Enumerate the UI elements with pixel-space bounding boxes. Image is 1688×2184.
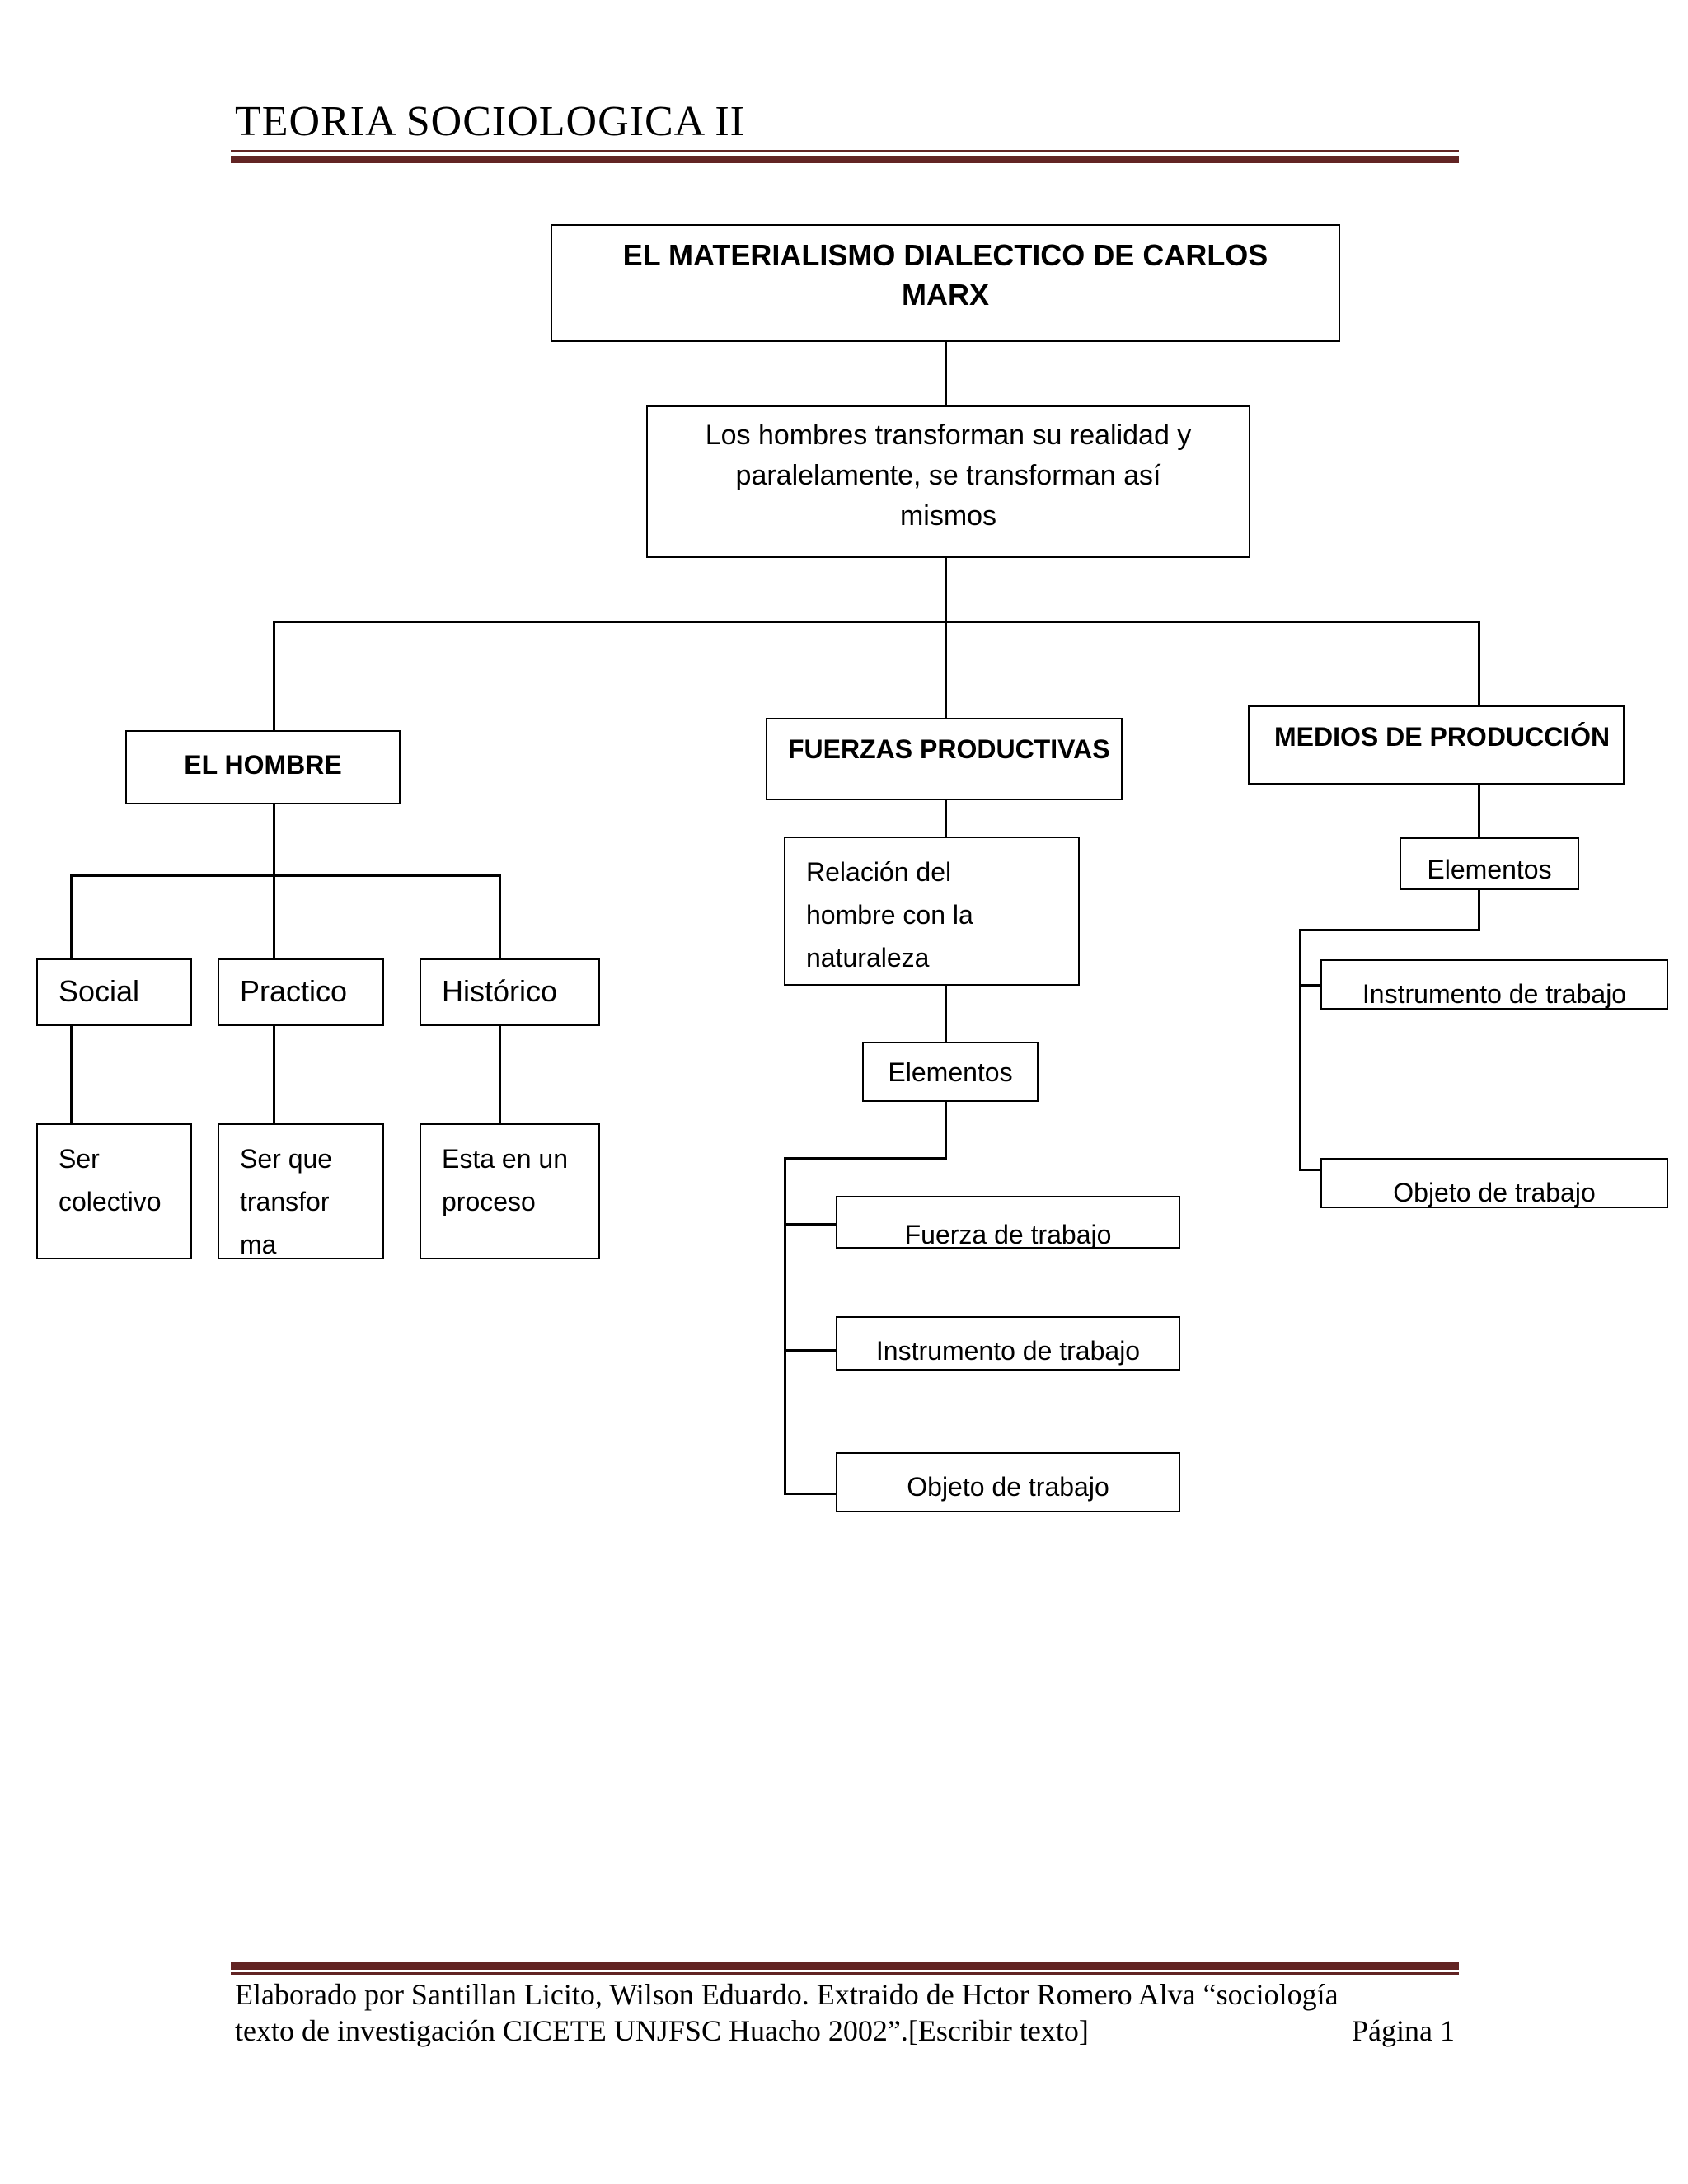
aspect-social-box: Social <box>36 958 192 1026</box>
el-hombre-box: EL HOMBRE <box>125 730 401 804</box>
connector-line <box>945 799 947 837</box>
connector-line <box>499 874 501 960</box>
fuerzas-item-label: Fuerza de trabajo <box>904 1220 1112 1249</box>
fuerzas-item-box: Instrumento de trabajo <box>836 1316 1180 1371</box>
medios-item-box: Instrumento de trabajo <box>1320 959 1668 1010</box>
aspect-historico-desc-line2: proceso <box>442 1187 536 1216</box>
aspect-social-desc-box: Ser colectivo <box>36 1123 192 1259</box>
connector-line <box>784 1223 837 1226</box>
connector-line <box>945 984 947 1043</box>
medios-elements-box: Elementos <box>1400 837 1579 890</box>
connector-line <box>945 621 947 719</box>
header-rule-thick <box>231 156 1459 163</box>
aspect-social-label: Social <box>59 974 140 1008</box>
diagram-root-box: EL MATERIALISMO DIALECTICO DE CARLOS MAR… <box>551 224 1340 342</box>
connector-line <box>1299 929 1301 1171</box>
premise-line1: Los hombres transforman su realidad y <box>705 419 1192 451</box>
connector-line <box>1299 1169 1322 1171</box>
aspect-historico-label: Histórico <box>442 974 558 1008</box>
aspect-historico-desc-box: Esta en un proceso <box>420 1123 600 1259</box>
aspect-practico-desc-box: Ser que transfor ma <box>218 1123 384 1259</box>
fuerzas-productivas-title: FUERZAS PRODUCTIVAS <box>788 734 1110 764</box>
premise-line2: paralelamente, se transforman así <box>735 460 1161 491</box>
connector-line <box>1478 888 1480 931</box>
aspect-practico-box: Practico <box>218 958 384 1026</box>
page-number: Página 1 <box>1352 2014 1455 2047</box>
aspect-historico-desc-line1: Esta en un <box>442 1144 568 1174</box>
aspect-historico-box: Histórico <box>420 958 600 1026</box>
fuerzas-item-label: Objeto de trabajo <box>907 1472 1109 1502</box>
footer-rule-thick <box>231 1962 1459 1970</box>
aspect-social-desc-line1: Ser <box>59 1144 100 1174</box>
medios-item-label: Objeto de trabajo <box>1393 1178 1596 1207</box>
footer-line2: texto de investigación CICETE UNJFSC Hua… <box>235 2014 1089 2047</box>
footer: Elaborado por Santillan Licito, Wilson E… <box>235 1976 1455 2049</box>
connector-line <box>273 621 1480 623</box>
fuerzas-productivas-box: FUERZAS PRODUCTIVAS <box>766 718 1123 800</box>
aspect-practico-label: Practico <box>240 974 348 1008</box>
relation-line1: Relación del <box>806 857 952 887</box>
connector-line <box>499 1025 501 1125</box>
connector-line <box>1478 783 1480 839</box>
header-rule-thin <box>231 150 1459 152</box>
fuerzas-elements-label: Elementos <box>888 1057 1013 1087</box>
connector-line <box>784 1493 837 1495</box>
root-title-line2: MARX <box>902 278 989 312</box>
relation-line2: hombre con la <box>806 900 973 930</box>
premise-line3: mismos <box>899 500 997 532</box>
footer-line1: Elaborado por Santillan Licito, Wilson E… <box>235 1978 1339 2011</box>
connector-line <box>1478 621 1480 707</box>
connector-line <box>273 874 275 960</box>
connector-line <box>70 874 501 877</box>
medios-item-label: Instrumento de trabajo <box>1362 979 1627 1009</box>
footer-rule-thin <box>231 1972 1459 1975</box>
root-title-line1: EL MATERIALISMO DIALECTICO DE CARLOS <box>622 238 1268 272</box>
relation-line3: naturaleza <box>806 943 930 972</box>
medios-produccion-box: MEDIOS DE PRODUCCIÓN <box>1248 705 1625 785</box>
medios-produccion-title: MEDIOS DE PRODUCCIÓN <box>1274 722 1611 752</box>
connector-line <box>784 1157 947 1160</box>
fuerzas-item-box: Fuerza de trabajo <box>836 1196 1180 1249</box>
connector-line <box>945 1100 947 1160</box>
aspect-practico-desc-line3: ma <box>240 1230 277 1259</box>
medios-item-box: Objeto de trabajo <box>1320 1158 1668 1208</box>
connector-line <box>784 1157 786 1495</box>
connector-line <box>1299 929 1480 931</box>
aspect-practico-desc-line2: transfor <box>240 1187 330 1216</box>
aspect-practico-desc-line1: Ser que <box>240 1144 333 1174</box>
connector-line <box>1299 984 1322 987</box>
medios-elements-label: Elementos <box>1427 855 1552 884</box>
connector-line <box>784 1349 837 1352</box>
connector-line <box>945 341 947 407</box>
page-header-title: TEORIA SOCIOLOGICA II <box>235 98 745 145</box>
connector-line <box>70 874 73 960</box>
fuerzas-item-label: Instrumento de trabajo <box>875 1336 1141 1366</box>
connector-line <box>273 1025 275 1125</box>
connector-line <box>70 1025 73 1125</box>
connector-line <box>273 804 275 876</box>
connector-line <box>273 621 275 732</box>
fuerzas-elements-box: Elementos <box>862 1042 1039 1102</box>
relation-box: Relación del hombre con la naturaleza <box>784 837 1080 986</box>
premise-box: Los hombres transforman su realidad y pa… <box>646 405 1250 558</box>
fuerzas-item-box: Objeto de trabajo <box>836 1452 1180 1512</box>
el-hombre-title: EL HOMBRE <box>184 750 342 780</box>
connector-line <box>945 557 947 622</box>
aspect-social-desc-line2: colectivo <box>59 1187 162 1216</box>
